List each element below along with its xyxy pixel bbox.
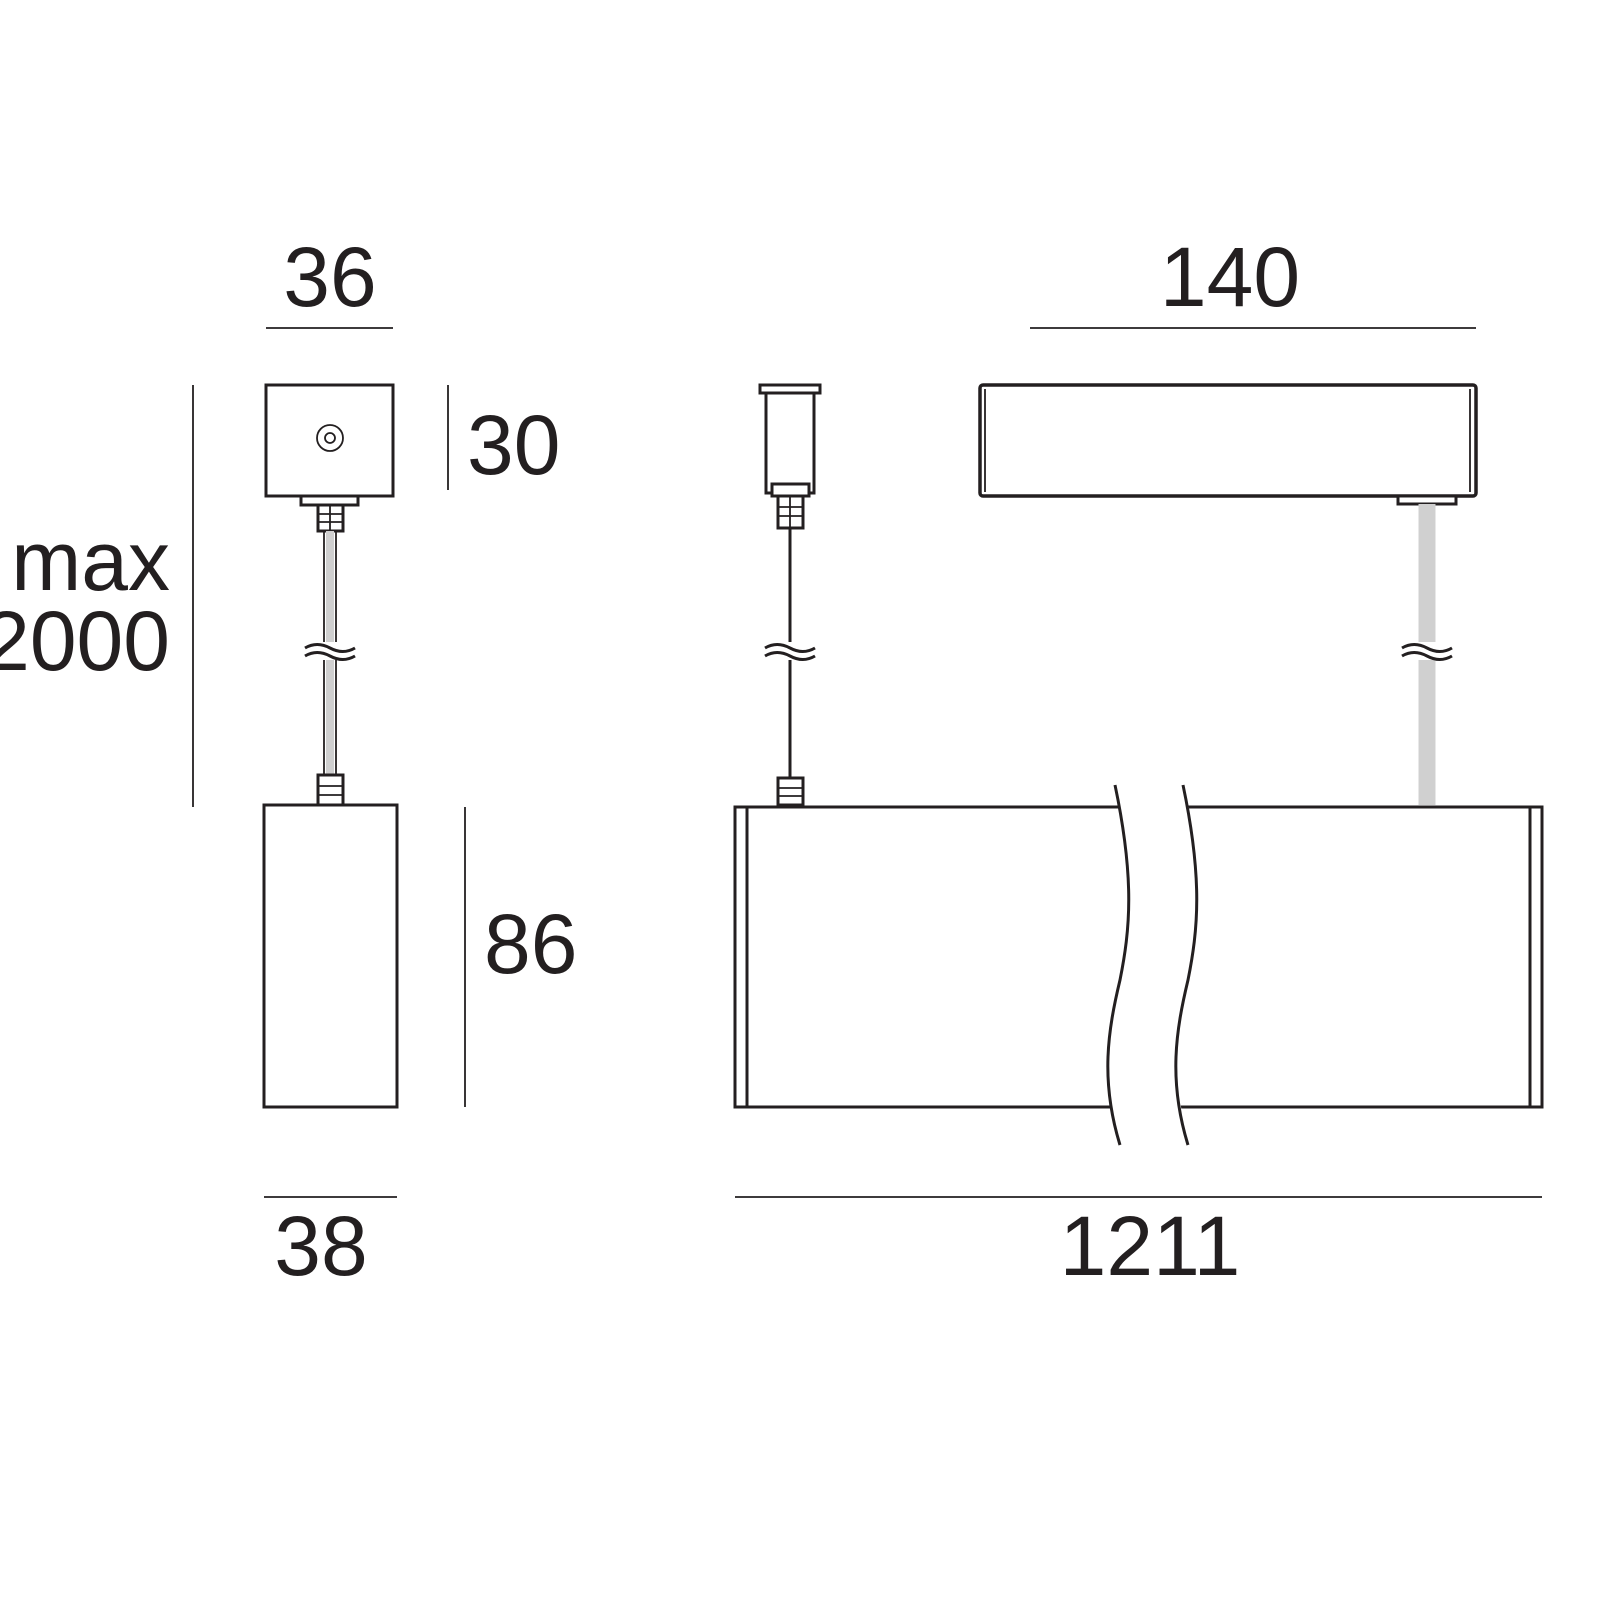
- label-canopy-height: 30: [467, 398, 560, 492]
- label-body-width: 38: [274, 1199, 367, 1293]
- side-long-canopy-clamp: [1396, 494, 1458, 506]
- cable-break-icon: [304, 643, 356, 661]
- canopy-screw-icon: [316, 424, 344, 452]
- label-cable-length-prefix: max: [11, 514, 170, 608]
- side-view: [733, 327, 1544, 1198]
- body-break-right-icon: [1174, 784, 1199, 1146]
- break-gap: [1397, 642, 1457, 660]
- front-canopy: [264, 383, 395, 498]
- front-body: [262, 803, 399, 1109]
- break-gap: [300, 642, 360, 660]
- side-cable-break-icon: [764, 643, 816, 661]
- side-small-canopy: [764, 391, 816, 495]
- break-gap: [760, 642, 820, 660]
- side-small-canopy-clamp: [770, 482, 811, 498]
- side-bottom-grip: [776, 776, 805, 807]
- canopy-screw-inner-icon: [324, 432, 336, 444]
- side-long-canopy: [978, 383, 1478, 498]
- label-canopy-width: 36: [283, 230, 376, 324]
- front-bottom-grip: [316, 773, 345, 807]
- front-view: [192, 327, 466, 1198]
- label-body-height: 86: [484, 897, 577, 991]
- side-grey-cable-break-icon: [1401, 643, 1453, 661]
- label-cable-length: 2000: [0, 594, 170, 688]
- label-canopy-length: 140: [1160, 230, 1300, 324]
- body-break-left-icon: [1106, 784, 1131, 1146]
- label-body-length: 1211: [1060, 1199, 1241, 1293]
